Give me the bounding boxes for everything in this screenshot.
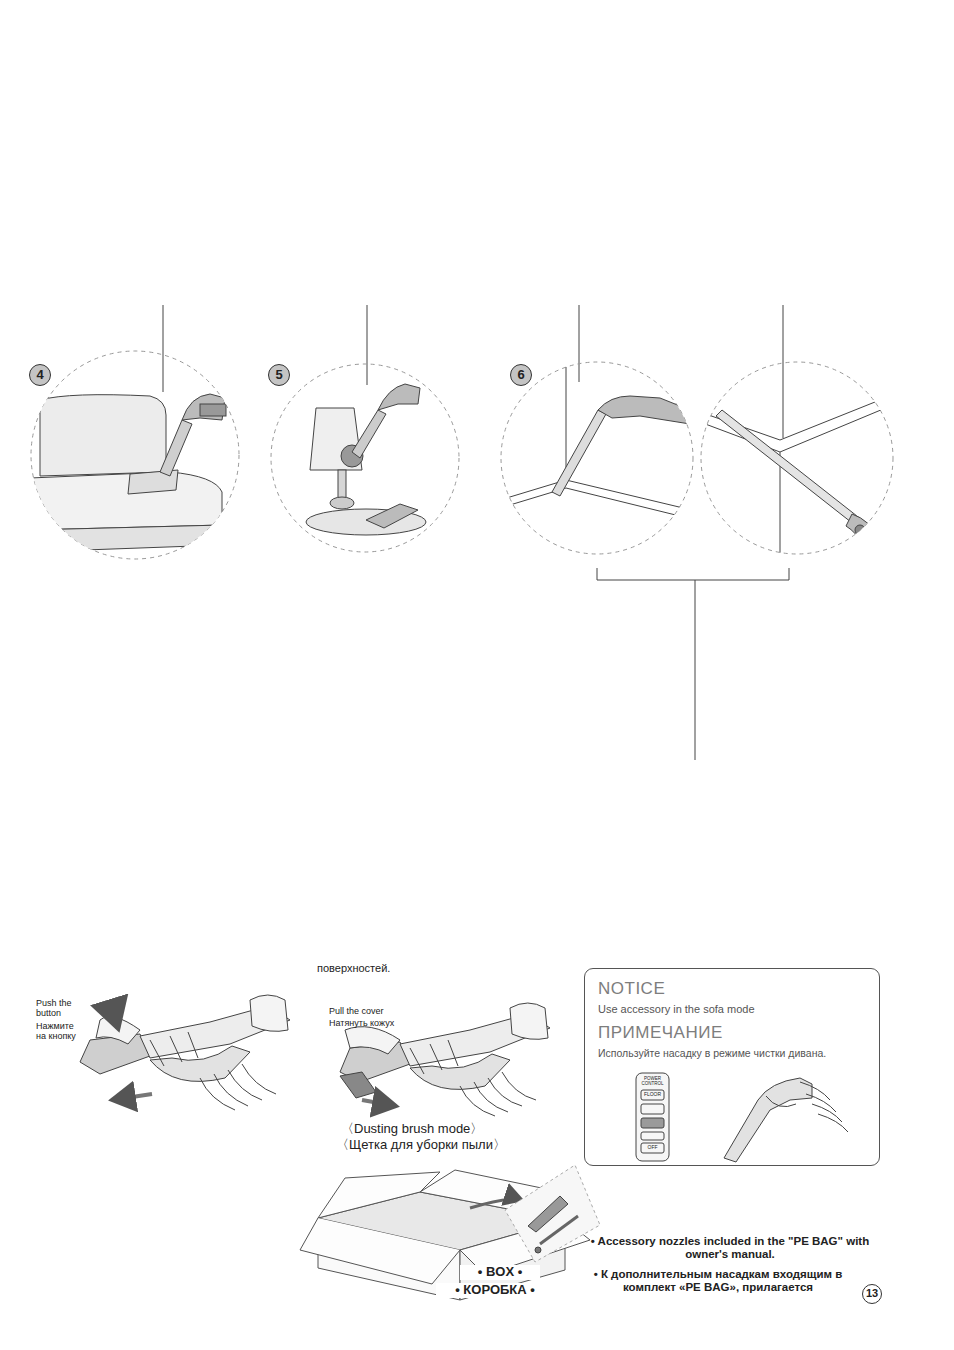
- accessory-note: • К дополнительным насадкам входящим в к…: [578, 1268, 858, 1294]
- instruction-label: Нажмите на кнопку: [36, 1021, 82, 1042]
- notice-heading: ПРИМЕЧАНИЕ: [598, 1023, 866, 1043]
- box-label: • BOX •: [460, 1265, 540, 1280]
- accessory-note: • Accessory nozzles included in the "PE …: [590, 1235, 870, 1261]
- box-label: • КОРОБКА •: [436, 1283, 554, 1298]
- callout-number: 4: [29, 364, 51, 386]
- notice-body: Используйте насадку в режиме чистки дива…: [598, 1047, 866, 1060]
- notice-box: NOTICE Use accessory in the sofa modeПРИМ…: [584, 968, 880, 1166]
- callout-number: 5: [268, 364, 290, 386]
- notice-body: Use accessory in the sofa mode: [598, 1003, 866, 1016]
- instruction-label: Натянуть кожух: [329, 1018, 419, 1028]
- mode-caption: 〈Щетка для уборки пыли〉: [336, 1138, 516, 1153]
- notice-heading: NOTICE: [598, 979, 866, 999]
- mode-caption: 〈Dusting brush mode〉: [341, 1122, 511, 1137]
- callout-number: 6: [510, 364, 532, 386]
- instruction-label: Pull the cover: [329, 1006, 419, 1016]
- instruction-label: Push the button: [36, 998, 82, 1019]
- body-text: поверхностей.: [317, 962, 437, 975]
- remote-label: POWER CONTROL: [637, 1076, 668, 1086]
- remote-label: OFF: [641, 1145, 664, 1151]
- remote-label: FLOOR: [641, 1092, 664, 1098]
- page-number: 13: [862, 1284, 882, 1304]
